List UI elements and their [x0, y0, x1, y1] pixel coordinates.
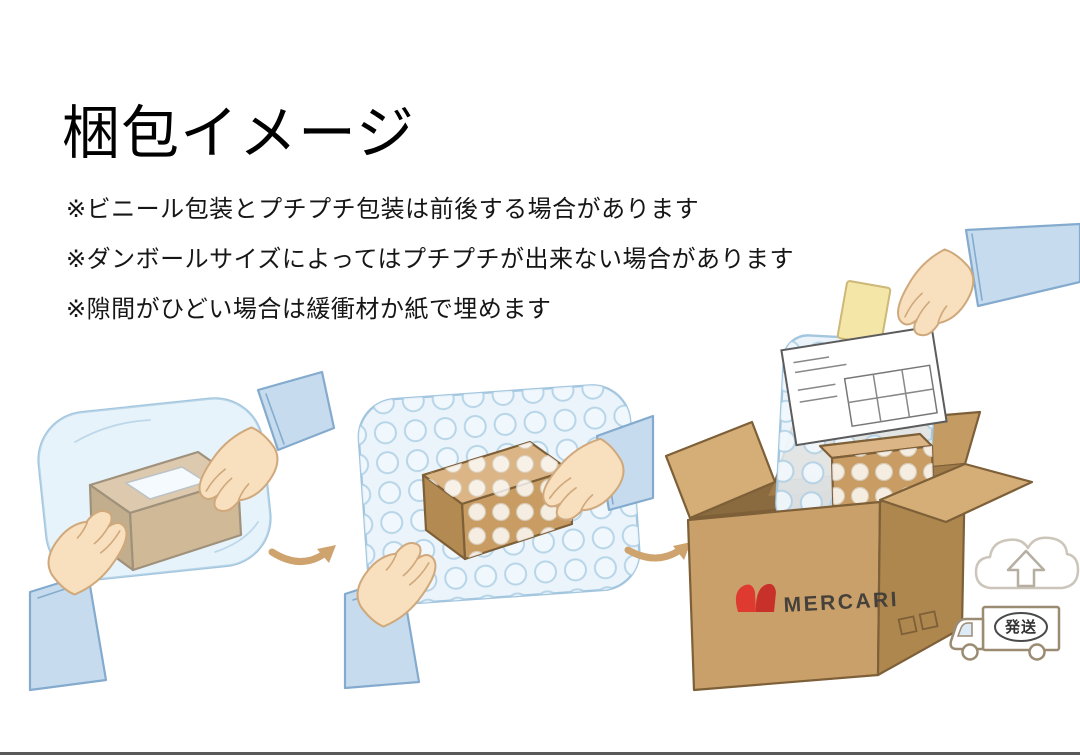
arrow-icon	[268, 545, 336, 565]
page-title: 梱包イメージ	[62, 101, 415, 166]
invoice-paper	[780, 325, 948, 447]
arrow-icon	[624, 542, 691, 562]
shipping-badge	[994, 612, 1048, 642]
note-line-3: ※隙間がひどい場合は緩衝材か紙で埋めます	[66, 295, 552, 323]
step-1-vinyl-wrap	[28, 370, 336, 692]
sleeve	[964, 222, 1080, 308]
delivery-truck-icon: 発送	[949, 605, 1061, 661]
step-2-bubble-wrap	[343, 384, 655, 690]
shipping-badge-label: 発送	[1004, 618, 1037, 636]
note-line-1: ※ビニール包装とプチプチ包装は前後する場合があります	[66, 196, 700, 223]
notes-list: ※ビニール包装とプチプチ包装は前後する場合があります ※ダンボールサイズによって…	[66, 196, 794, 345]
note-line-2: ※ダンボールサイズによってはプチプチが出来ない場合があります	[66, 245, 794, 273]
step-3-box-packing: MERCARI	[664, 222, 1080, 692]
mercari-logo-icon	[735, 583, 776, 612]
box-left-flap	[664, 420, 777, 520]
upload-arrow-icon	[1006, 549, 1046, 588]
image-bottom-edge	[0, 752, 1080, 755]
cloud-upload-icon	[974, 536, 1080, 590]
box-right-flap	[878, 462, 1034, 524]
care-mark-icon	[897, 610, 939, 636]
sleeve	[256, 370, 336, 452]
packing-steps-illustration: MERCARI	[28, 222, 1080, 692]
